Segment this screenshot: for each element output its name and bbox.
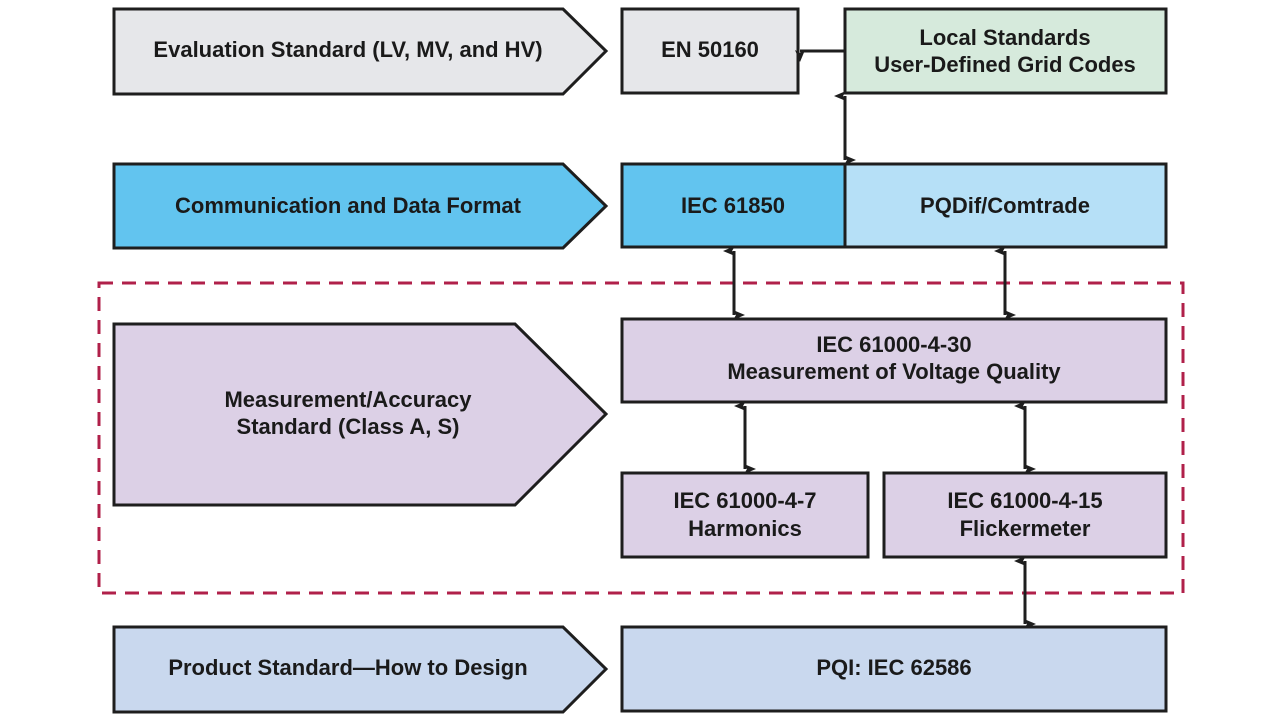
pqdif-label: PQDif/Comtrade (920, 193, 1090, 218)
measurement-category-label-line1: Measurement/Accuracy (224, 387, 472, 412)
iec61000-4-30-label-line1: IEC 61000-4-30 (816, 332, 971, 357)
row-evaluation: Evaluation Standard (LV, MV, and HV) EN … (112, 7, 1168, 96)
iec61000-4-7-box (620, 471, 870, 559)
pqdif-box (843, 162, 1168, 249)
local-standards-label-line1: Local Standards (919, 25, 1090, 50)
evaluation-category-arrow (112, 7, 609, 96)
en50160-box (620, 7, 800, 95)
iec61850-label: IEC 61850 (681, 193, 785, 218)
iec61000-4-30-label-line2: Measurement of Voltage Quality (727, 359, 1061, 384)
communication-category-arrow (112, 162, 609, 250)
iec61000-4-15-label-line1: IEC 61000-4-15 (947, 488, 1102, 513)
measurement-category-arrow (112, 322, 609, 507)
row-measurement: Measurement/Accuracy Standard (Class A, … (112, 317, 1168, 559)
pqi-label: PQI: IEC 62586 (816, 655, 971, 680)
product-category-arrow (112, 625, 609, 714)
iec61000-4-30-box (620, 317, 1168, 404)
iec61000-4-7-label-line1: IEC 61000-4-7 (673, 488, 816, 513)
communication-category-label: Communication and Data Format (175, 193, 522, 218)
measurement-group-boundary (97, 281, 1185, 595)
row-communication: Communication and Data Format IEC 61850 … (112, 162, 1168, 250)
local-standards-label-line2: User-Defined Grid Codes (874, 52, 1136, 77)
evaluation-category-label: Evaluation Standard (LV, MV, and HV) (153, 37, 542, 62)
en50160-label: EN 50160 (661, 37, 759, 62)
row-product: Product Standard—How to Design PQI: IEC … (112, 625, 1168, 714)
iec61000-4-7-label-line2: Harmonics (688, 516, 802, 541)
iec61000-4-15-box (882, 471, 1168, 559)
product-category-label: Product Standard—How to Design (168, 655, 527, 680)
measurement-category-label-line2: Standard (Class A, S) (237, 414, 460, 439)
iec61000-4-15-label-line2: Flickermeter (960, 516, 1091, 541)
pqi-box (620, 625, 1168, 713)
iec61850-box (620, 162, 847, 249)
